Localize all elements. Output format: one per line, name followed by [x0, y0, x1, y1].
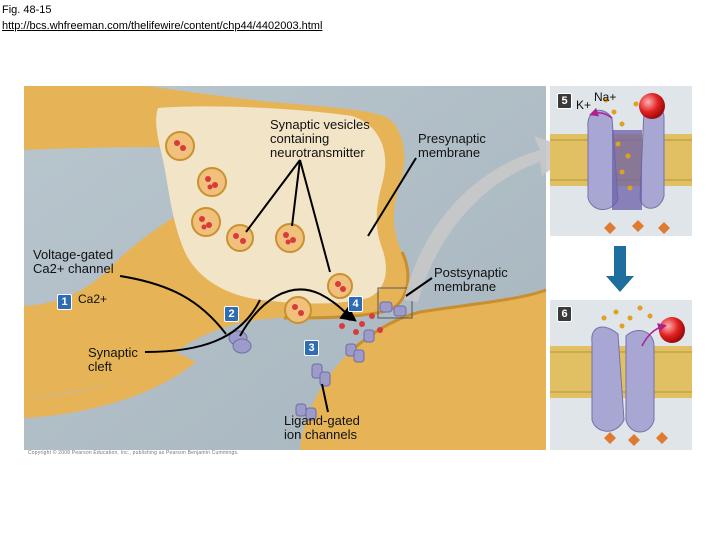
ligand-gated-ion-channels [295, 301, 407, 421]
highlight-box [377, 287, 413, 319]
step-pathway-arrow [239, 288, 357, 337]
label-presynaptic-membrane: Presynaptic membrane [418, 131, 486, 160]
figure-caption: Fig. 48-15 http://bcs.whfreeman.com/thel… [2, 2, 322, 34]
copyright-notice: Copyright © 2008 Pearson Education, Inc.… [28, 450, 239, 456]
label-synaptic-cleft: Synaptic cleft [88, 345, 138, 374]
neurotransmitter-dots [174, 140, 383, 335]
label-potassium-ion: K+ [576, 98, 592, 112]
ligand-binding-arrow [641, 323, 667, 347]
synaptic-vesicle [284, 296, 312, 324]
leader-lines [119, 157, 433, 413]
neurotransmitter-ball-6 [659, 317, 685, 343]
synaptic-vesicle [275, 223, 305, 253]
synaptic-vesicle [197, 167, 227, 197]
k-ion-arrow [589, 107, 613, 119]
panel-6-channel-closed [591, 326, 625, 432]
panel-5-ions [603, 97, 639, 191]
synaptic-vesicle-group [165, 131, 353, 324]
axon-branch-lower [24, 352, 196, 418]
step-badge-3: 3 [304, 340, 319, 356]
step-badge-6: 6 [557, 306, 572, 322]
step-badge-5: 5 [557, 93, 572, 109]
label-synaptic-vesicles: Synaptic vesicles containing neurotransm… [270, 117, 370, 160]
step-badge-2: 2 [224, 306, 239, 322]
neurotransmitter-ball-5 [639, 93, 665, 119]
figure-url-link[interactable]: http://bcs.whfreeman.com/thelifewire/con… [2, 20, 323, 32]
label-ligand-gated-channels: Ligand-gated ion channels [284, 413, 360, 442]
label-postsynaptic-membrane: Postsynaptic membrane [434, 265, 508, 294]
synaptic-vesicle [191, 207, 221, 237]
presynaptic-terminal-cytoplasm [156, 106, 386, 304]
label-voltage-gated-channel: Voltage-gated Ca2+ channel [33, 247, 114, 276]
step-badge-1: 1 [57, 294, 72, 310]
step-badge-4: 4 [348, 296, 363, 312]
figure-number: Fig. 48-15 [2, 4, 52, 16]
transition-arrow [606, 246, 634, 292]
synaptic-vesicle [165, 131, 195, 161]
panel-6-ions [601, 305, 653, 329]
postsynaptic-neuron [300, 290, 546, 450]
label-calcium-ion: Ca2+ [78, 292, 108, 306]
voltage-gated-calcium-channel [228, 330, 252, 354]
label-sodium-ion: Na+ [594, 90, 617, 104]
